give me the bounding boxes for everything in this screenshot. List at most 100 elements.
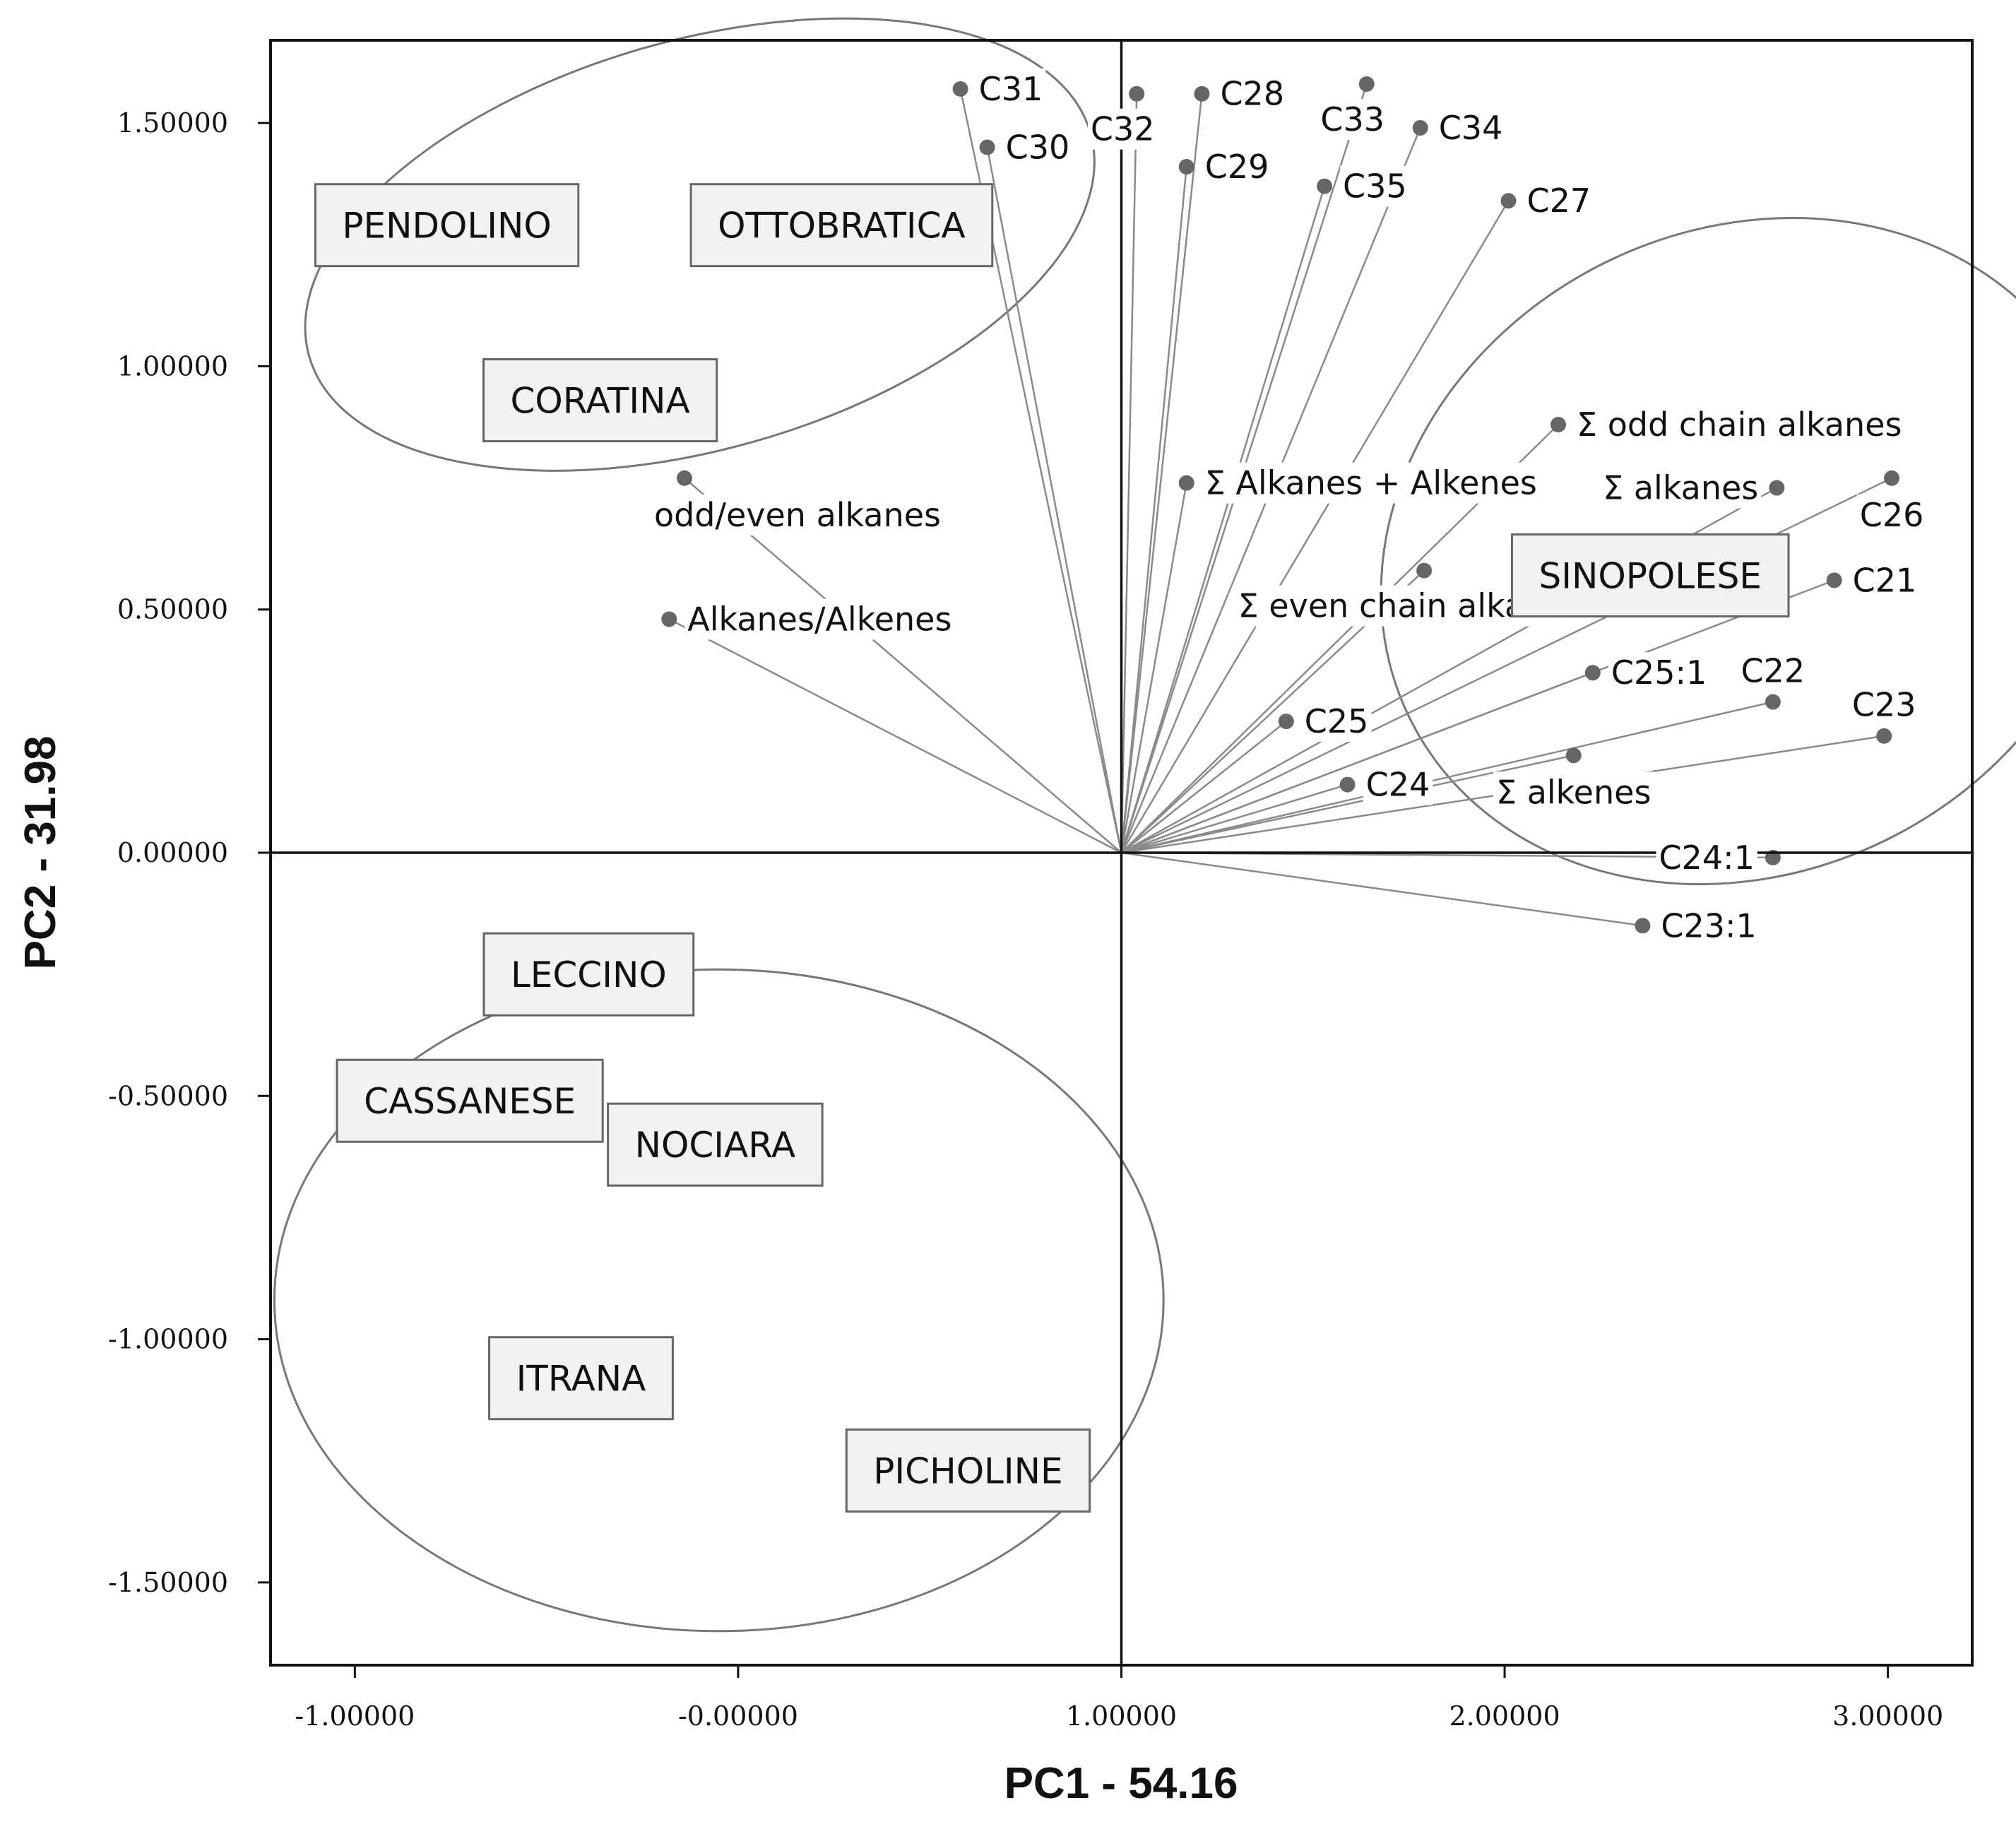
label-c24-1: C24:1 [1659,839,1754,877]
label-bg-c34 [1435,107,1506,148]
cultivar-box-nociara [607,1102,824,1187]
point-c30 [979,139,995,155]
label-c25-1: C25:1 [1611,653,1707,692]
label-bg-c31 [976,68,1046,110]
label-bg-c23 [1849,684,1919,726]
point-sum-odd-chain-alkanes [1550,417,1567,433]
cultivar-itrana: ITRANA [516,1359,646,1400]
label-bg-sum-alkanes [1600,467,1762,509]
point-alkanes-alkenes [661,611,677,627]
point-c21 [1826,572,1842,588]
point-c24 [1339,776,1356,793]
label-c32: C32 [1091,110,1155,148]
label-c22: C22 [1741,652,1805,690]
group-ellipse-right [1380,217,2016,885]
cultivar-pendolino: PENDOLINO [342,206,551,247]
label-bg-c32 [1087,108,1158,150]
label-bg-odd-even-alkanes [651,494,944,536]
point-odd-even-alkanes [676,470,692,486]
y-tick-label: 1.00000 [117,350,228,381]
label-sum-alkenes: Σ alkenes [1496,773,1651,811]
vector-c24 [1121,783,1348,854]
label-sum-alkanes-alkenes: Σ Alkanes + Alkenes [1205,464,1537,502]
point-c22 [1765,694,1781,710]
label-c23: C23 [1852,686,1916,724]
cultivar-box-coratina [482,358,718,443]
vector-c29 [1120,166,1187,853]
label-bg-c28 [1217,73,1288,114]
label-c25: C25 [1305,702,1369,740]
cultivar-box-picholine [845,1428,1091,1513]
label-bg-sum-alkanes-alkenes [1202,462,1540,504]
vector-c23-1 [1121,851,1643,927]
point-c31 [952,81,968,97]
label-c28: C28 [1220,75,1284,113]
cultivar-box-ottobratica [689,183,994,268]
point-sum-alkenes [1565,747,1582,764]
cultivar-coratina: CORATINA [511,381,690,422]
label-bg-c24 [1363,764,1433,805]
cultivar-box-sinopolese [1510,533,1790,617]
point-c27 [1500,193,1517,209]
x-tick-label: 1.00000 [1066,1700,1177,1732]
vector-c30 [986,147,1122,853]
label-bg-c26 [1856,494,1927,536]
point-c29 [1178,159,1194,175]
cultivar-box-itrana [488,1336,674,1421]
cultivar-sinopolese: SINOPOLESE [1538,555,1762,596]
vector-alkanes-alkenes [668,618,1122,854]
point-c25 [1278,714,1294,730]
cultivar-picholine: PICHOLINE [873,1451,1062,1492]
vector-odd-even-alkanes [684,477,1122,853]
point-c32 [1129,85,1145,102]
label-bg-c23-1 [1658,905,1760,947]
vector-sum-alkenes [1121,755,1574,854]
point-c23 [1876,728,1892,744]
label-c27: C27 [1526,182,1591,220]
label-c26: C26 [1860,496,1924,534]
label-bg-c22 [1738,650,1808,692]
label-sum-alkanes: Σ alkanes [1603,469,1758,507]
label-sum-odd-chain-alkanes: Σ odd chain alkanes [1577,406,1902,444]
point-c28 [1194,85,1210,102]
label-bg-c30 [1002,126,1073,168]
cultivar-ottobratica: OTTOBRATICA [718,206,966,247]
y-tick-label: -1.50000 [108,1567,228,1598]
cultivar-labels: PENDOLINO OTTOBRATICA CORATINA SINOPOLESE LE… [314,183,1790,1513]
y-tick-label: -1.00000 [108,1324,228,1355]
vector-c25-1 [1121,672,1594,854]
vector-c32 [1120,93,1138,853]
y-axis-title: PC2 - 31.98 [16,736,65,970]
label-bg-c25-1 [1608,652,1710,694]
y-tick-label: -0.50000 [108,1080,228,1111]
x-tick-label: 2.00000 [1449,1700,1560,1732]
vector-c22 [1121,701,1774,854]
vector-c25 [1120,721,1287,853]
vector-c35 [1120,186,1326,853]
label-bg-sum-odd-chain-alkanes [1574,404,1905,446]
label-bg-sum-alkenes [1493,771,1654,813]
label-c29: C29 [1205,148,1269,186]
label-c34: C34 [1439,109,1503,147]
point-c26 [1884,470,1900,486]
label-bg-c33 [1317,98,1388,140]
label-c33: C33 [1320,100,1384,138]
cultivar-leccino: LECCINO [511,954,667,995]
point-sum-alkanes-alkenes [1178,475,1194,491]
point-c33 [1358,76,1375,92]
vector-c27 [1120,200,1510,853]
y-tick-label: 0.00000 [117,837,228,868]
group-ellipse-bottom-left [273,968,1165,1633]
y-tick-label: 0.50000 [117,594,228,625]
label-bg-c24-1 [1656,836,1757,878]
label-alkanes-alkenes: Alkanes/Alkenes [687,600,951,638]
point-c34 [1412,119,1428,136]
label-bg-c21 [1849,560,1920,601]
x-tick-label: 3.00000 [1832,1700,1943,1732]
label-c30: C30 [1006,128,1070,166]
cultivar-box-leccino [482,932,695,1017]
point-sum-alkanes [1769,480,1785,496]
cultivar-box-cassanese [336,1058,604,1143]
label-bg-c35 [1340,165,1410,207]
cultivar-nociara: NOCIARA [635,1125,796,1166]
